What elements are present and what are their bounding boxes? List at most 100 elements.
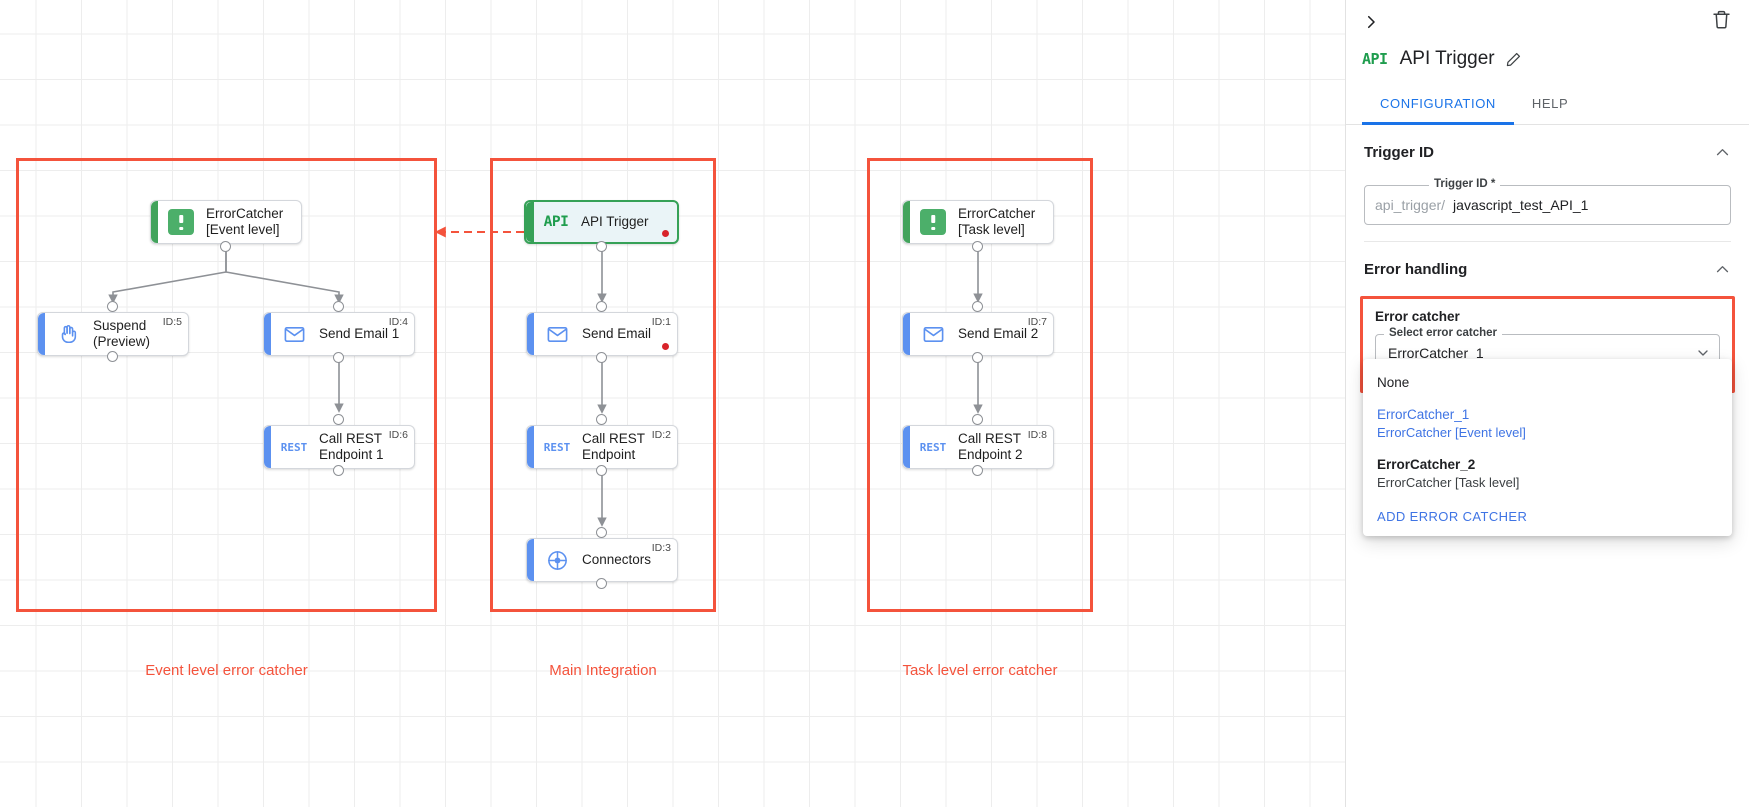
field-label: Select error catcher <box>1384 327 1503 339</box>
group-frame-event-level <box>16 158 437 612</box>
chevron-down-icon[interactable] <box>1695 345 1711 361</box>
section-header[interactable]: Error handling <box>1364 242 1731 296</box>
chevron-right-icon[interactable] <box>1357 8 1385 36</box>
menu-item-subtitle: ErrorCatcher [Event level] <box>1377 425 1526 441</box>
add-error-catcher-button[interactable]: ADD ERROR CATCHER <box>1377 508 1528 524</box>
pencil-icon[interactable] <box>1505 51 1522 68</box>
section-title: Error handling <box>1364 260 1468 278</box>
section-header[interactable]: Trigger ID <box>1364 125 1731 179</box>
menu-item-subtitle: ErrorCatcher [Task level] <box>1377 475 1520 491</box>
node-accent-bar <box>526 202 534 242</box>
node-port-out[interactable] <box>972 352 983 363</box>
error-catcher-dropdown-menu[interactable]: None ErrorCatcher_1 ErrorCatcher [Event … <box>1363 359 1732 536</box>
node-port-out[interactable] <box>596 578 607 589</box>
group-caption-main-integration: Main Integration <box>549 662 657 679</box>
node-accent-bar <box>151 201 158 243</box>
node-call-rest-endpoint-1[interactable]: REST Call REST Endpoint 1 ID:6 <box>263 425 415 469</box>
node-label: ErrorCatcher [Event level] <box>206 206 284 237</box>
node-port-out[interactable] <box>333 465 344 476</box>
node-error-catcher-event[interactable]: ErrorCatcher [Event level] <box>150 200 302 244</box>
selected-value: ErrorCatcher_1 <box>1388 345 1484 361</box>
error-catcher-highlight-box: Error catcher Select error catcher Error… <box>1360 296 1735 536</box>
node-send-email[interactable]: Send Email ID:1 <box>526 312 678 356</box>
tab-help[interactable]: HELP <box>1531 96 1569 111</box>
workflow-canvas[interactable]: Event level error catcher Main Integrati… <box>0 0 1345 807</box>
tab-configuration[interactable]: CONFIGURATION <box>1362 88 1514 125</box>
node-id-badge: ID:2 <box>651 429 671 441</box>
api-icon: API <box>1362 50 1388 68</box>
node-port-out[interactable] <box>596 465 607 476</box>
node-label: Call REST Endpoint <box>582 431 646 462</box>
node-send-email-2[interactable]: Send Email 2 ID:7 <box>902 312 1054 356</box>
node-port-in[interactable] <box>596 414 607 425</box>
node-port-out[interactable] <box>972 241 983 252</box>
menu-item-error-catcher-2[interactable]: ErrorCatcher_2 ErrorCatcher [Task level] <box>1363 449 1732 499</box>
node-label: Call REST Endpoint 1 <box>319 431 384 462</box>
properties-panel: API API Trigger CONFIGURATION HELP Trigg… <box>1345 0 1749 807</box>
error-catcher-icon <box>168 209 194 235</box>
trigger-id-field[interactable]: Trigger ID * api_trigger/ javascript_tes… <box>1364 178 1731 225</box>
node-label: Send Email 2 <box>958 326 1039 342</box>
node-error-catcher-task[interactable]: ErrorCatcher [Task level] <box>902 200 1054 244</box>
trigger-id-prefix: api_trigger/ <box>1375 197 1446 213</box>
node-suspend[interactable]: Suspend (Preview) ID:5 <box>37 312 189 356</box>
node-port-out[interactable] <box>220 241 231 252</box>
node-accent-bar <box>527 313 534 355</box>
panel-tabs: CONFIGURATION HELP <box>1346 88 1749 125</box>
node-id-badge: ID:1 <box>651 316 671 328</box>
connectors-icon <box>544 547 570 573</box>
node-error-indicator <box>662 230 669 237</box>
node-port-out[interactable] <box>596 241 607 252</box>
node-id-badge: ID:5 <box>162 316 182 328</box>
field-label: Trigger ID * <box>1429 178 1501 190</box>
node-port-out[interactable] <box>107 351 118 362</box>
group-caption-event-level: Event level error catcher <box>145 662 308 679</box>
node-label: Call REST Endpoint 2 <box>958 431 1023 462</box>
rest-icon: REST <box>280 440 308 454</box>
node-accent-bar <box>264 426 271 468</box>
chevron-up-icon[interactable] <box>1714 144 1731 161</box>
section-title: Trigger ID <box>1364 143 1435 161</box>
node-id-badge: ID:4 <box>388 316 408 328</box>
section-trigger-id: Trigger ID Trigger ID * api_trigger/ jav… <box>1346 125 1749 225</box>
chevron-up-icon[interactable] <box>1714 261 1731 278</box>
node-port-out[interactable] <box>596 352 607 363</box>
panel-header: API API Trigger <box>1346 42 1749 76</box>
node-port-in[interactable] <box>596 301 607 312</box>
node-accent-bar <box>903 426 910 468</box>
node-accent-bar <box>264 313 271 355</box>
node-port-out[interactable] <box>333 352 344 363</box>
menu-item-title: ErrorCatcher_1 <box>1377 407 1470 423</box>
node-id-badge: ID:8 <box>1027 429 1047 441</box>
trigger-id-value[interactable]: javascript_test_API_1 <box>1453 197 1589 213</box>
node-accent-bar <box>903 201 910 243</box>
node-port-in[interactable] <box>333 301 344 312</box>
error-catcher-icon <box>920 209 946 235</box>
node-port-in[interactable] <box>596 527 607 538</box>
node-send-email-1[interactable]: Send Email 1 ID:4 <box>263 312 415 356</box>
node-label: ErrorCatcher [Task level] <box>958 206 1036 237</box>
node-port-in[interactable] <box>972 414 983 425</box>
node-error-indicator <box>662 343 669 350</box>
node-api-trigger[interactable]: API API Trigger <box>524 200 679 244</box>
node-connectors[interactable]: Connectors ID:3 <box>526 538 678 582</box>
node-id-badge: ID:7 <box>1027 316 1047 328</box>
node-call-rest-endpoint[interactable]: REST Call REST Endpoint ID:2 <box>526 425 678 469</box>
api-icon: API <box>543 214 569 230</box>
node-port-in[interactable] <box>333 414 344 425</box>
group-frame-main-integration <box>490 158 716 612</box>
node-call-rest-endpoint-2[interactable]: REST Call REST Endpoint 2 ID:8 <box>902 425 1054 469</box>
group-caption-task-level: Task level error catcher <box>902 662 1058 679</box>
node-accent-bar <box>903 313 910 355</box>
node-port-in[interactable] <box>972 301 983 312</box>
menu-item-none[interactable]: None <box>1363 367 1732 399</box>
rest-icon: REST <box>543 440 571 454</box>
group-frame-task-level <box>867 158 1093 612</box>
node-port-in[interactable] <box>107 301 118 312</box>
trash-icon[interactable] <box>1711 9 1735 33</box>
envelope-icon <box>920 321 946 347</box>
menu-item-error-catcher-1[interactable]: ErrorCatcher_1 ErrorCatcher [Event level… <box>1363 399 1732 449</box>
node-port-out[interactable] <box>972 465 983 476</box>
menu-item-title: None <box>1377 375 1410 390</box>
node-label: Send Email 1 <box>319 326 400 342</box>
